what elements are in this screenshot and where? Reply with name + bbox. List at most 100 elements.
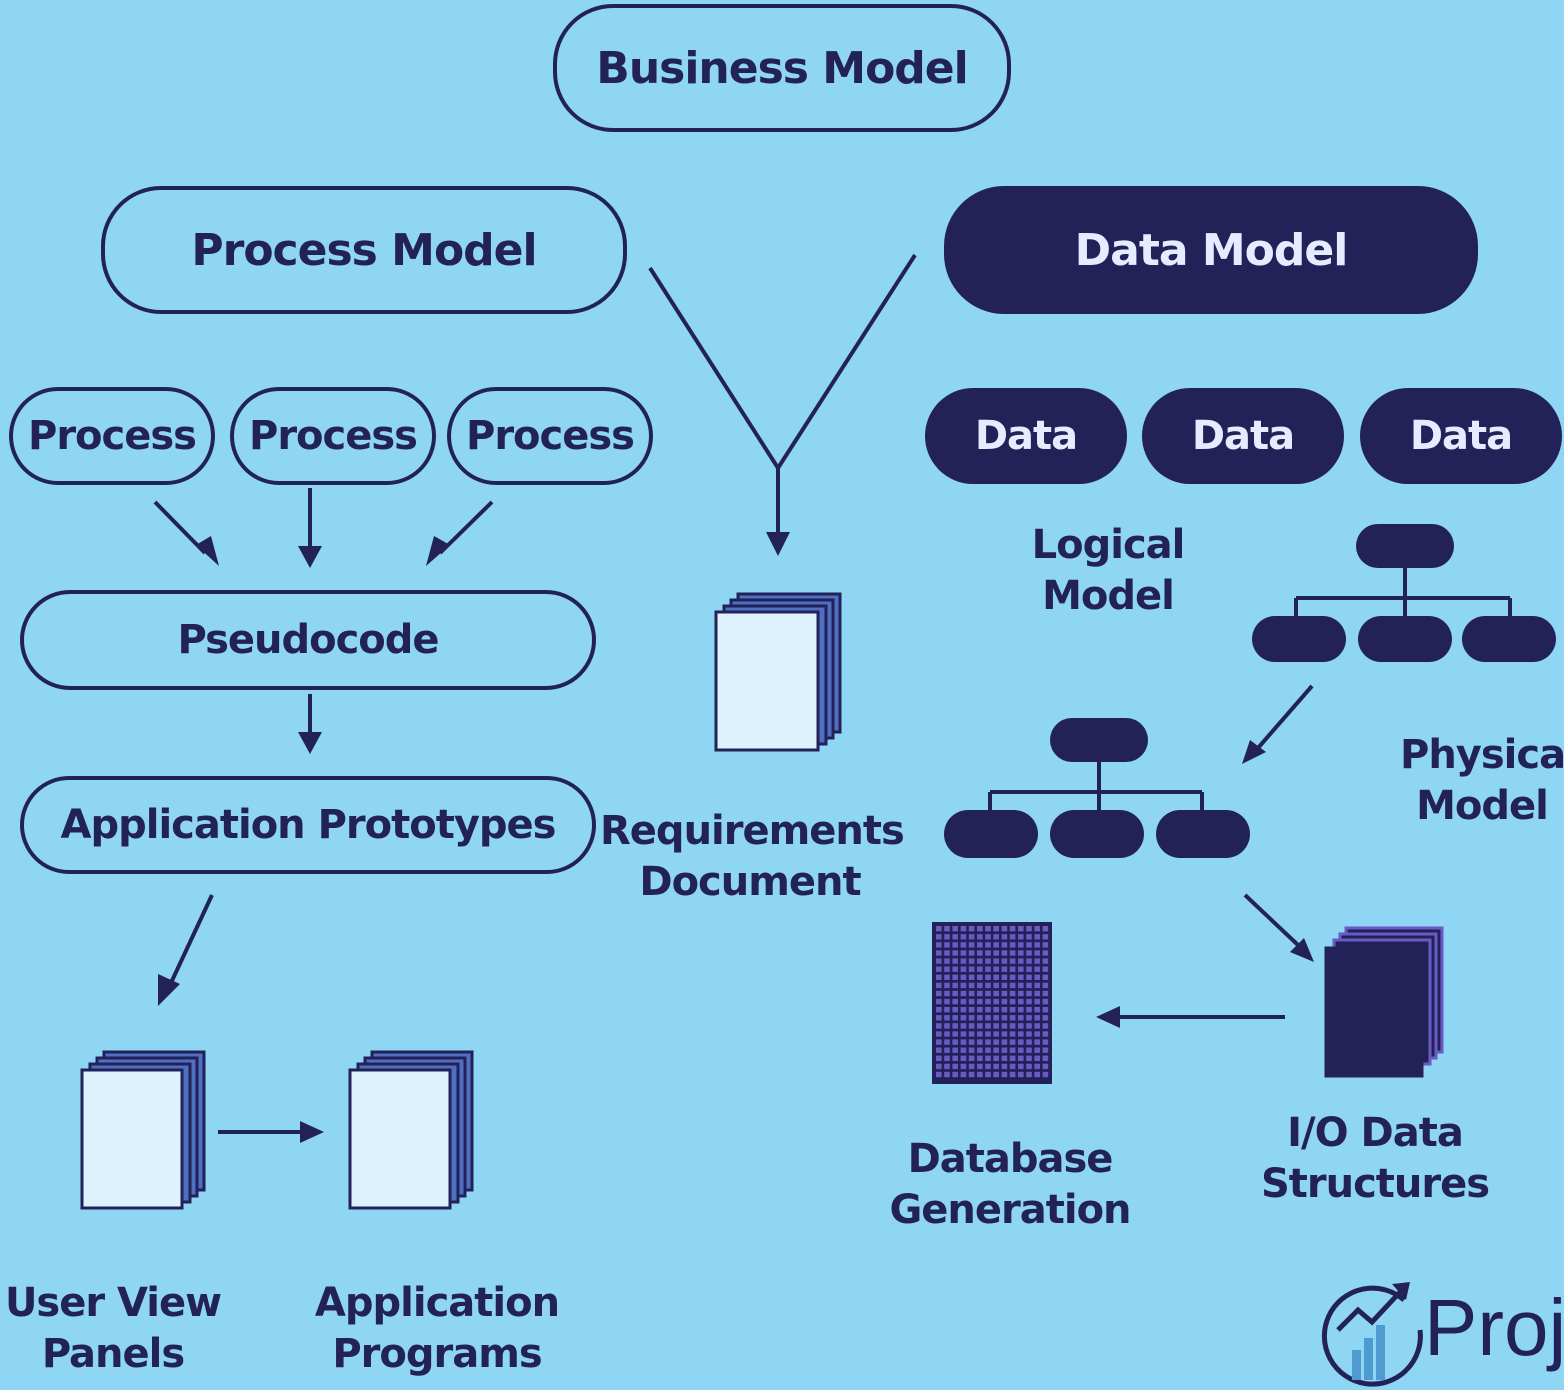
prototypes-arrow [158, 894, 214, 1006]
database-grid-cell [1001, 1023, 1008, 1029]
tree-to-io-arrow [1243, 893, 1314, 962]
database-grid-cell [1042, 926, 1049, 932]
database-grid-cell [960, 958, 967, 964]
database-grid-cell [1034, 1071, 1040, 1078]
database-grid-cell [1018, 1055, 1024, 1061]
database-grid-cell [1018, 990, 1024, 997]
io-data-structures-line-2: Structures [1260, 1161, 1490, 1208]
database-grid-cell [1042, 958, 1049, 964]
database-grid-cell [936, 1063, 942, 1070]
database-generation-label: Database Generation [880, 1134, 1140, 1236]
database-grid-cell [936, 982, 942, 989]
database-grid-cell [952, 1063, 958, 1070]
database-grid-cell [960, 990, 967, 997]
logical-model-line-1: Logical [1031, 522, 1186, 568]
database-grid-cell [977, 974, 983, 980]
database-grid-cell [993, 990, 999, 997]
database-grid-cell [968, 942, 975, 948]
database-grid-cell [993, 1031, 999, 1037]
application-prototypes-node: Application Prototypes [20, 776, 596, 874]
database-grid-cell [1009, 974, 1016, 980]
database-grid-cell [944, 990, 950, 997]
database-grid-cell [1001, 1031, 1008, 1037]
database-generation-line-2: Generation [889, 1187, 1131, 1234]
pseudocode-arrow [298, 694, 322, 754]
database-grid-cell [993, 1071, 999, 1078]
database-grid-cell [985, 966, 991, 972]
requirements-document-icon [714, 592, 842, 752]
database-grid-cell [1034, 934, 1040, 940]
database-grid-cell [1009, 1071, 1016, 1078]
database-grid-cell [985, 982, 991, 989]
database-grid-cell [936, 1015, 942, 1021]
database-grid-cell [993, 950, 999, 956]
database-grid-cell [985, 926, 991, 932]
database-grid-cell [952, 982, 958, 989]
database-grid-cell [977, 1023, 983, 1029]
database-generation-line-1: Database [907, 1136, 1114, 1182]
database-grid-cell [952, 966, 958, 972]
database-grid-cell [993, 982, 999, 989]
database-grid-cell [936, 1055, 942, 1061]
database-grid-cell [968, 958, 975, 964]
database-grid-cell [936, 950, 942, 956]
database-grid-cell [1009, 1031, 1016, 1037]
database-grid-cell [1042, 998, 1049, 1005]
database-grid-cell [1001, 942, 1008, 948]
database-grid-cell [977, 1015, 983, 1021]
database-grid-cell [936, 974, 942, 980]
database-grid-cell [1034, 1063, 1040, 1070]
database-grid-cell [1009, 998, 1016, 1005]
database-grid-cell [936, 990, 942, 997]
database-grid-cell [993, 1047, 999, 1053]
database-grid-cell [977, 1063, 983, 1070]
database-grid-cell [1026, 1023, 1032, 1029]
database-grid-cell [977, 1055, 983, 1061]
database-grid-cell [1042, 1039, 1049, 1045]
database-grid-cell [952, 1007, 958, 1013]
database-grid-cell [1001, 990, 1008, 997]
database-grid-cell [1009, 1055, 1016, 1061]
database-grid-cell [1026, 1071, 1032, 1078]
database-grid-cell [944, 926, 950, 932]
database-grid-cell [952, 926, 958, 932]
database-grid-cell [952, 942, 958, 948]
database-grid-cell [1042, 990, 1049, 997]
database-grid-cell [1042, 966, 1049, 972]
logo-text: Proje [1424, 1283, 1564, 1372]
database-grid-cell [993, 1015, 999, 1021]
database-grid-cell [944, 934, 950, 940]
database-grid-cell [952, 950, 958, 956]
database-grid-cell [1042, 1023, 1049, 1029]
database-grid-cell [1001, 1015, 1008, 1021]
database-grid-cell [993, 958, 999, 964]
database-grid-cell [1026, 1047, 1032, 1053]
database-grid-cell [1042, 1047, 1049, 1053]
database-grid-cell [944, 942, 950, 948]
database-grid-cell [977, 990, 983, 997]
database-grid-cell [944, 958, 950, 964]
database-grid-cell [944, 1007, 950, 1013]
physical-model-tree-icon [1252, 524, 1556, 662]
database-grid-cell [944, 982, 950, 989]
physical-model-label: Physical Model [1400, 730, 1564, 832]
database-grid-cell [952, 1039, 958, 1045]
database-grid-cell [985, 1055, 991, 1061]
database-grid-cell [960, 1031, 967, 1037]
database-grid-cell [1018, 1015, 1024, 1021]
database-grid-cell [952, 934, 958, 940]
database-grid-cell [1018, 1047, 1024, 1053]
database-grid-cell [944, 950, 950, 956]
database-grid-cell [1009, 934, 1016, 940]
database-grid-cell [1001, 982, 1008, 989]
database-grid-cell [960, 1071, 967, 1078]
database-grid-cell [960, 974, 967, 980]
database-grid-cell [993, 998, 999, 1005]
database-grid-cell [993, 1055, 999, 1061]
database-grid-cell [952, 1015, 958, 1021]
user-view-panels-line-1: User View [4, 1280, 222, 1326]
database-grid-cell [1026, 942, 1032, 948]
database-grid-cell [1034, 990, 1040, 997]
database-grid-cell [1042, 1007, 1049, 1013]
